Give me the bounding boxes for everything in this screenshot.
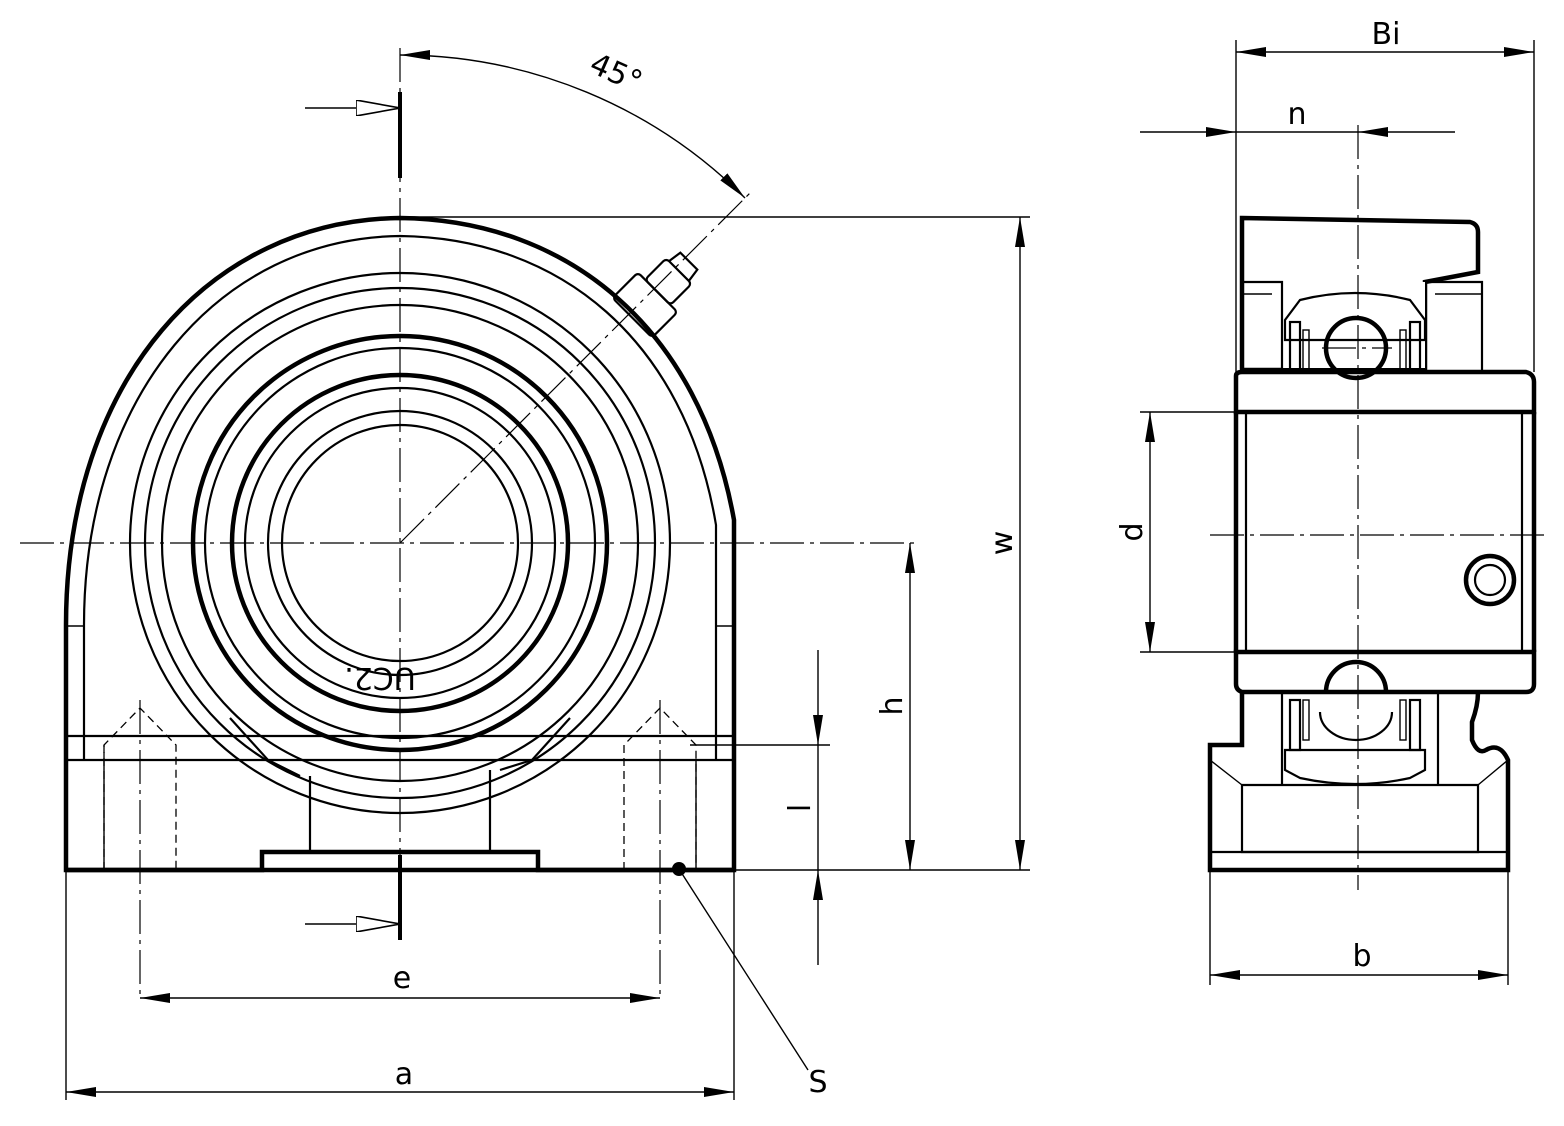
dim-bi-label: Bi: [1372, 17, 1401, 52]
inner-ring-bottom: [1233, 649, 1537, 695]
front-view: UC2. 45° w h l e a: [20, 47, 1030, 1100]
bore: [1244, 410, 1524, 654]
inner-ring-top: [1233, 369, 1537, 415]
dim-e-label: e: [393, 961, 411, 996]
dim-n-label: n: [1287, 97, 1306, 132]
dim-h-label: h: [875, 696, 910, 715]
housing-bottom-section: [1207, 691, 1511, 873]
dim-a-label: a: [395, 1057, 413, 1092]
dim-b-label: b: [1352, 939, 1371, 974]
dim-l-label: l: [783, 804, 818, 812]
dim-d-label: d: [1115, 522, 1150, 541]
stamp-label: UC2.: [344, 660, 416, 695]
side-section-view: Bi n d b: [1115, 17, 1545, 985]
angle-label: 45°: [584, 47, 647, 101]
dim-w-label: w: [985, 531, 1020, 556]
s-label: S: [808, 1065, 827, 1100]
grease-nipple: [613, 251, 699, 337]
